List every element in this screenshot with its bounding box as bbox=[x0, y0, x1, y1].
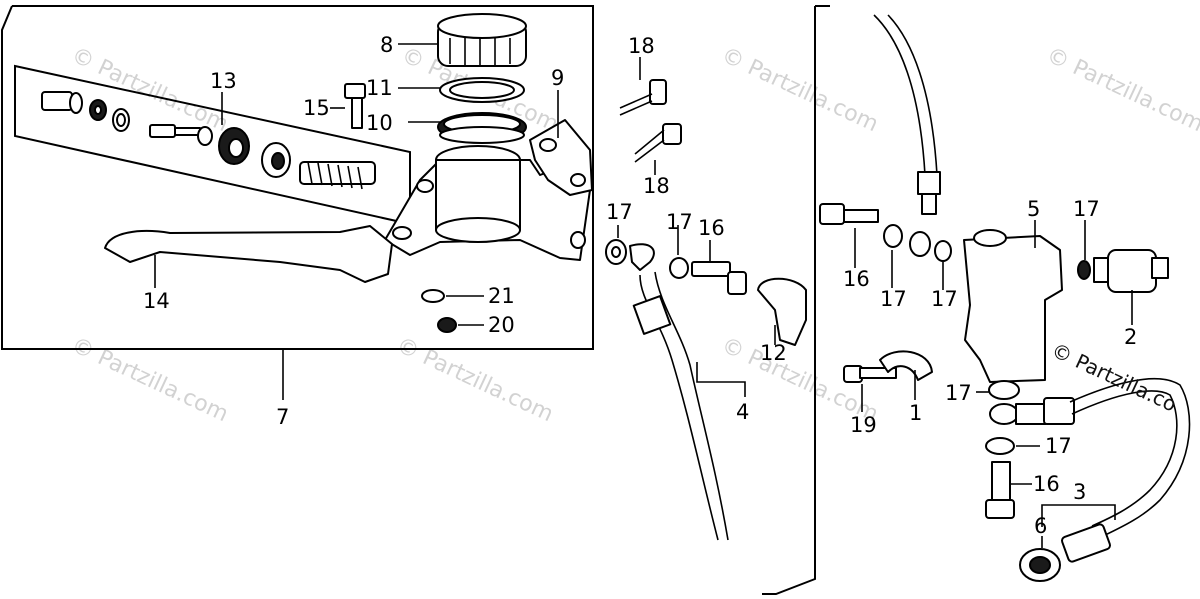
bolt-part bbox=[634, 123, 682, 163]
callout-17a: 17 bbox=[606, 200, 633, 224]
callout-4: 4 bbox=[736, 400, 749, 424]
callout-13: 13 bbox=[210, 69, 237, 93]
callout-5: 5 bbox=[1027, 197, 1040, 221]
switch-cable bbox=[1061, 378, 1191, 563]
lever-holder bbox=[529, 119, 593, 196]
callout-16a: 16 bbox=[698, 216, 725, 240]
brake-pipe bbox=[873, 14, 941, 215]
union-bolt bbox=[985, 461, 1015, 519]
callout-labels: 1 2 3 4 5 6 7 8 9 10 11 12 13 14 15 16 1… bbox=[143, 33, 1137, 538]
callout-21: 21 bbox=[488, 284, 515, 308]
washer-part bbox=[985, 437, 1015, 455]
washer-part bbox=[421, 289, 445, 303]
master-cylinder-assembly-frame bbox=[1, 5, 594, 350]
washer-part bbox=[934, 240, 952, 262]
boot-part bbox=[41, 91, 73, 111]
callout-8: 8 bbox=[380, 33, 393, 57]
callout-3: 3 bbox=[1073, 480, 1086, 504]
three-way-joint bbox=[963, 229, 1063, 383]
spring-part bbox=[299, 161, 376, 190]
brake-lever bbox=[104, 225, 393, 283]
callout-15: 15 bbox=[303, 96, 330, 120]
hose-assembly-frame bbox=[762, 5, 830, 595]
callout-1: 1 bbox=[909, 401, 922, 425]
rubber-cap bbox=[757, 277, 807, 346]
callout-17d: 17 bbox=[931, 287, 958, 311]
callout-7: 7 bbox=[276, 405, 289, 429]
callout-6: 6 bbox=[1034, 514, 1047, 538]
callout-17c: 17 bbox=[880, 287, 907, 311]
diaphragm bbox=[437, 112, 527, 144]
callout-17f: 17 bbox=[945, 381, 972, 405]
watermark: © Partzilla.com bbox=[717, 43, 881, 137]
washer-part bbox=[669, 257, 689, 279]
rubber-boot bbox=[1019, 548, 1061, 582]
watermark: © Partzilla.com bbox=[67, 333, 231, 427]
callout-20: 20 bbox=[488, 313, 515, 337]
callout-2: 2 bbox=[1124, 325, 1137, 349]
reservoir-cap bbox=[437, 13, 527, 67]
master-cylinder-body bbox=[384, 145, 591, 261]
bolt-part bbox=[843, 365, 897, 383]
callout-17g: 17 bbox=[1045, 434, 1072, 458]
reservoir-plate bbox=[439, 77, 525, 103]
screw-part bbox=[344, 83, 366, 129]
callout-17e: 17 bbox=[1073, 197, 1100, 221]
callout-16b: 16 bbox=[843, 267, 870, 291]
bolt-part bbox=[619, 79, 667, 116]
washer-part bbox=[1077, 260, 1091, 280]
washer-part bbox=[988, 380, 1020, 400]
nut-part bbox=[437, 317, 457, 333]
banjo-fitting bbox=[909, 231, 931, 257]
callout-11: 11 bbox=[366, 76, 393, 100]
callout-19: 19 bbox=[850, 413, 877, 437]
stop-switch bbox=[1093, 249, 1169, 293]
watermark: © Partzilla.com bbox=[67, 43, 231, 137]
piston-part bbox=[149, 124, 176, 138]
callout-14: 14 bbox=[143, 289, 170, 313]
watermark: © Partzilla.com bbox=[392, 333, 556, 427]
callout-16c: 16 bbox=[1033, 472, 1060, 496]
union-bolt bbox=[819, 203, 879, 225]
clamp-part bbox=[879, 350, 933, 381]
banjo-fitting bbox=[989, 397, 1075, 425]
callout-17b: 17 bbox=[666, 210, 693, 234]
callout-18b: 18 bbox=[643, 174, 670, 198]
leader-lines bbox=[154, 43, 1133, 548]
callout-10: 10 bbox=[366, 111, 393, 135]
union-bolt bbox=[691, 261, 747, 295]
watermark: © Partzilla.com bbox=[1042, 43, 1200, 137]
callout-18a: 18 bbox=[628, 34, 655, 58]
brake-hose bbox=[605, 239, 729, 541]
washer-part bbox=[883, 224, 903, 248]
callout-9: 9 bbox=[551, 66, 564, 90]
callout-12: 12 bbox=[760, 341, 787, 365]
